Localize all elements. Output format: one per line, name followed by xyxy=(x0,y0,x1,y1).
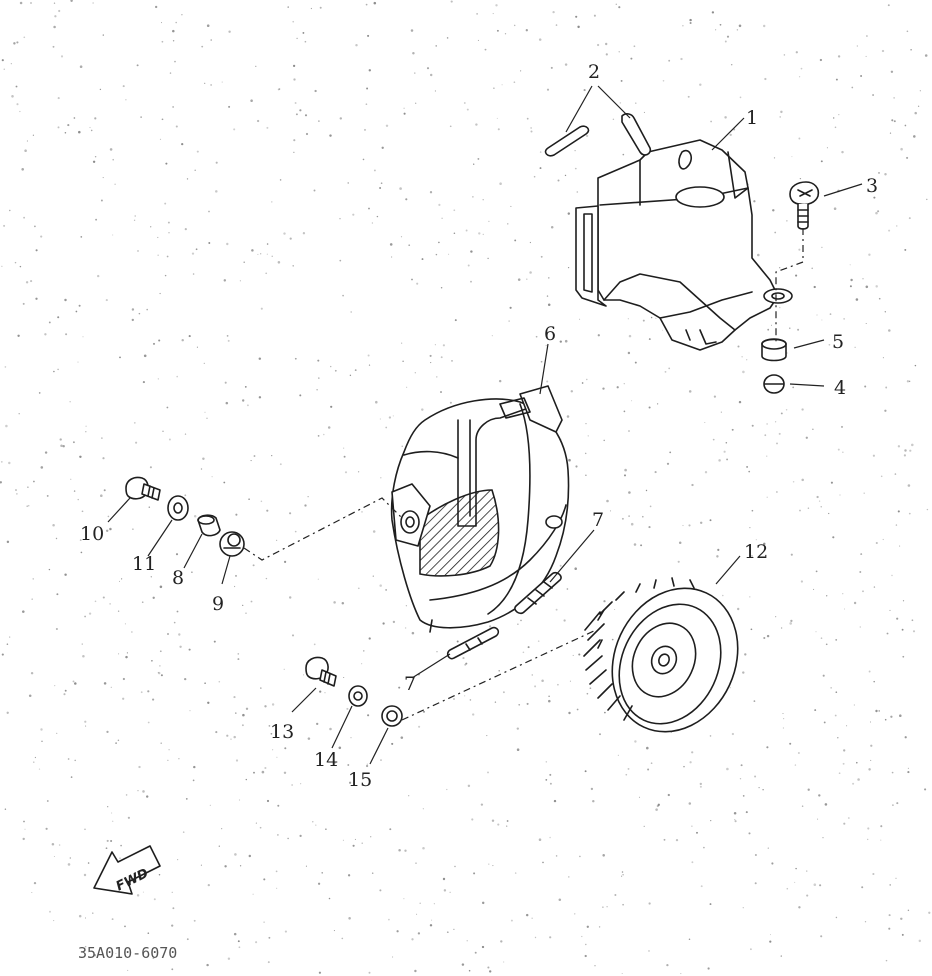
part-15-washer xyxy=(381,705,403,727)
leader-lines xyxy=(107,85,863,765)
callout-15: 15 xyxy=(348,769,372,791)
part-9-grommet xyxy=(219,531,245,557)
part-7-pin-lower xyxy=(446,626,500,660)
callout-8: 8 xyxy=(172,567,184,589)
part-3-bolt xyxy=(789,181,820,230)
callout-14: 14 xyxy=(314,749,338,771)
callout-6: 6 xyxy=(544,323,556,345)
callout-10: 10 xyxy=(80,523,104,545)
callout-7-lower: 7 xyxy=(404,673,416,695)
callout-7-upper: 7 xyxy=(592,509,604,531)
drawing-code: 35A010-6070 xyxy=(78,944,177,962)
assembly-lines xyxy=(243,228,804,721)
fwd-arrow-icon: FWD xyxy=(93,845,161,895)
callout-9: 9 xyxy=(212,593,224,615)
callout-2: 2 xyxy=(588,61,600,83)
callout-3: 3 xyxy=(866,175,878,197)
callout-12: 12 xyxy=(744,541,768,563)
part-1-cover xyxy=(575,139,793,351)
part-13-bolt xyxy=(305,656,337,687)
callout-11: 11 xyxy=(132,553,156,575)
callout-5: 5 xyxy=(832,331,844,353)
callout-4: 4 xyxy=(834,377,846,399)
part-10-bolt xyxy=(125,476,161,501)
callout-numbers: 1 2 3 5 4 6 7 12 7 10 11 8 9 13 14 15 xyxy=(80,61,878,791)
callout-13: 13 xyxy=(270,721,294,743)
part-4-collar xyxy=(763,374,785,394)
part-11-collar xyxy=(167,495,189,521)
part-6-housing xyxy=(390,385,570,633)
part-5-grommet xyxy=(761,338,787,362)
part-2-pins xyxy=(544,113,652,157)
callout-1: 1 xyxy=(746,107,758,129)
part-7-pin-upper xyxy=(514,571,562,615)
part-12-flywheel xyxy=(583,577,739,733)
part-8-collar xyxy=(197,514,221,537)
part-14-collar xyxy=(348,685,368,707)
